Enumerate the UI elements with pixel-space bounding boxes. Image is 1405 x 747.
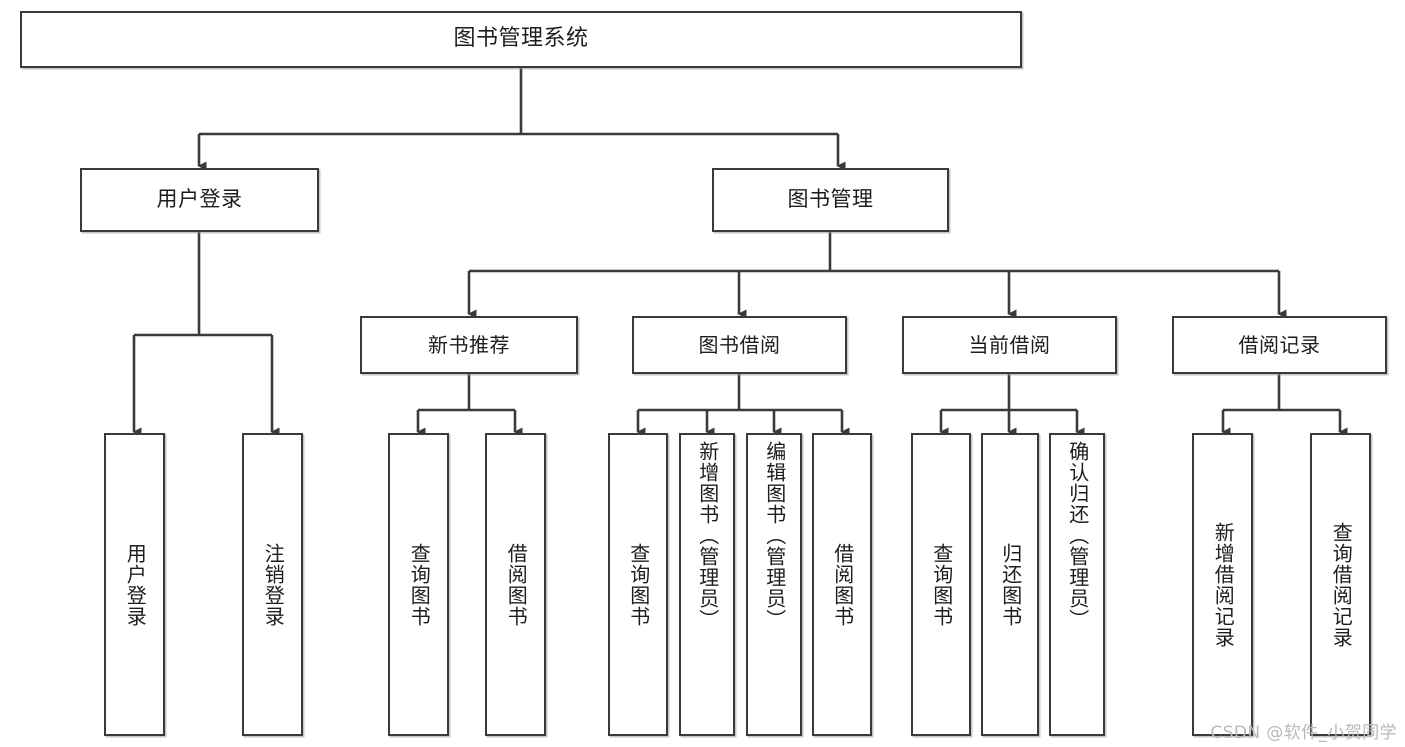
node-user-login[interactable]: 用户登录 [80, 168, 319, 232]
leaf-borrow-record-add-record[interactable]: 新增借阅记录 [1192, 433, 1253, 736]
node-root-label: 图书管理系统 [453, 26, 589, 52]
leaf-book-borrow-add-book-admin-label: 新增图书（管理员） [695, 441, 720, 630]
leaf-current-borrow-return-book[interactable]: 归还图书 [981, 433, 1039, 736]
leaf-current-borrow-confirm-return-admin-label: 确认归还（管理员） [1065, 441, 1090, 630]
csdn-watermark: CSDN @软件_小贺同学 [1210, 723, 1397, 743]
node-borrow-record-label: 借阅记录 [1238, 332, 1321, 357]
leaf-user-login-logout-label: 注销登录 [261, 542, 286, 627]
node-user-login-label: 用户登录 [156, 187, 243, 212]
leaf-current-borrow-query-book-label: 查询图书 [929, 542, 954, 627]
leaf-user-login-logout[interactable]: 注销登录 [242, 433, 303, 736]
leaf-new-book-query-book-label: 查询图书 [407, 542, 432, 627]
node-current-borrow[interactable]: 当前借阅 [902, 316, 1117, 374]
leaf-book-borrow-edit-book-admin-label: 编辑图书（管理员） [762, 441, 787, 630]
leaf-user-login-login-label: 用户登录 [123, 542, 148, 627]
node-book-borrow[interactable]: 图书借阅 [632, 316, 847, 374]
leaf-new-book-query-book[interactable]: 查询图书 [388, 433, 449, 736]
leaf-book-borrow-borrow-book-label: 借阅图书 [830, 542, 855, 627]
leaf-current-borrow-confirm-return-admin[interactable]: 确认归还（管理员） [1049, 433, 1105, 736]
node-book-management-label: 图书管理 [787, 187, 874, 212]
node-new-book-recommend[interactable]: 新书推荐 [360, 316, 578, 374]
leaf-borrow-record-query-record-label: 查询借阅记录 [1329, 521, 1354, 648]
node-current-borrow-label: 当前借阅 [968, 332, 1051, 357]
leaf-new-book-borrow-book[interactable]: 借阅图书 [485, 433, 546, 736]
leaf-book-borrow-add-book-admin[interactable]: 新增图书（管理员） [679, 433, 735, 736]
node-book-borrow-label: 图书借阅 [698, 332, 781, 357]
leaf-book-borrow-borrow-book[interactable]: 借阅图书 [812, 433, 872, 736]
node-new-book-recommend-label: 新书推荐 [428, 332, 510, 357]
node-book-management[interactable]: 图书管理 [712, 168, 949, 232]
leaf-user-login-login[interactable]: 用户登录 [104, 433, 165, 736]
leaf-new-book-borrow-book-label: 借阅图书 [504, 542, 529, 627]
node-root-book-management-system[interactable]: 图书管理系统 [20, 11, 1022, 68]
node-borrow-record[interactable]: 借阅记录 [1172, 316, 1387, 374]
leaf-book-borrow-edit-book-admin[interactable]: 编辑图书（管理员） [746, 433, 802, 736]
leaf-borrow-record-query-record[interactable]: 查询借阅记录 [1310, 433, 1371, 736]
leaf-current-borrow-return-book-label: 归还图书 [998, 542, 1023, 627]
leaf-current-borrow-query-book[interactable]: 查询图书 [911, 433, 971, 736]
leaf-book-borrow-query-book-label: 查询图书 [626, 542, 651, 627]
leaf-book-borrow-query-book[interactable]: 查询图书 [608, 433, 668, 736]
leaf-borrow-record-add-record-label: 新增借阅记录 [1211, 521, 1236, 648]
